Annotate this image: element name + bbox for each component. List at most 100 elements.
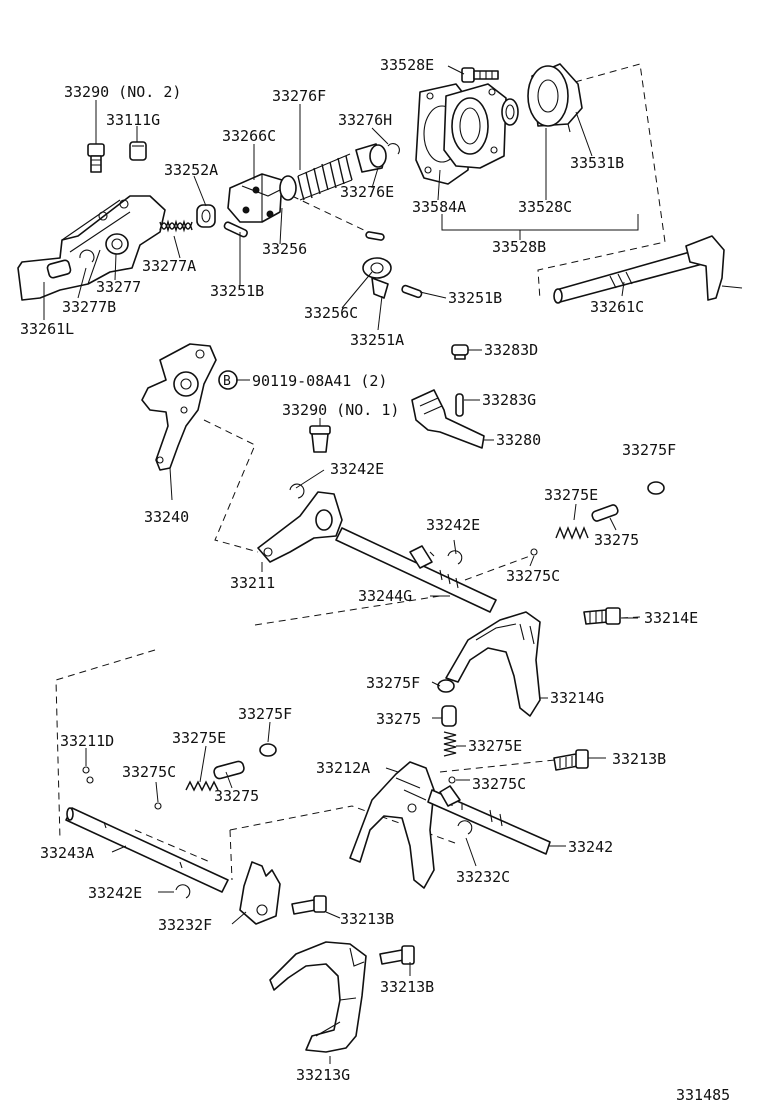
label-33242e-upper: 33242E (330, 460, 384, 478)
pin-33275-upper (591, 504, 619, 522)
label-33277: 33277 (96, 278, 141, 296)
plug-33111g (129, 141, 147, 161)
label-33276h: 33276H (338, 111, 392, 129)
label-33277a: 33277A (142, 257, 196, 275)
label-33275-upper: 33275 (594, 531, 639, 549)
fork-33213g (269, 941, 367, 1053)
cap-33276e (355, 143, 387, 173)
head-33211 (257, 491, 343, 563)
clip-33242e-lower (175, 884, 191, 899)
pin-33283g (455, 393, 464, 417)
label-33213b-lower-right: 33213B (380, 978, 434, 996)
selector-33280 (411, 389, 485, 449)
ball-33275c-upper (530, 548, 538, 556)
part-labels: 33290 (NO. 2) 33111G 33276F 33276H 33266… (20, 56, 730, 1104)
fork-33212a (349, 761, 435, 889)
spring-33276f (279, 153, 353, 201)
fork-33214g (445, 611, 541, 717)
cap-33275f-center (437, 679, 455, 693)
ball-33211d (82, 766, 94, 784)
shaft-33243a (65, 807, 229, 893)
ball-33275c-left (154, 802, 162, 810)
lever-33240 (141, 343, 217, 471)
label-33232f: 33232F (158, 916, 212, 934)
label-33528b: 33528B (492, 238, 546, 256)
spring-33275e-center (443, 731, 457, 757)
block-33266c (227, 173, 283, 223)
bolt-33528e (461, 67, 499, 83)
label-33275f-center: 33275F (366, 674, 420, 692)
cap-33275f-upper (647, 481, 665, 495)
housing-33528c (443, 83, 507, 169)
bearing-33531b (527, 63, 583, 133)
label-33261c: 33261C (590, 298, 644, 316)
label-90119: 90119-08A41 (2) (252, 372, 387, 390)
bolt-33213b-right (553, 749, 589, 771)
label-33276f: 33276F (272, 87, 326, 105)
bolt-33214e (583, 607, 621, 625)
ring-33528c (501, 98, 519, 126)
pin-33256 (365, 231, 385, 241)
shaft-33261c (553, 235, 743, 304)
plug-33261l (46, 259, 72, 279)
label-33243a: 33243A (40, 844, 94, 862)
reference-number: 331485 (676, 1086, 730, 1104)
label-33275e-left: 33275E (172, 729, 226, 747)
bushing-33277 (105, 233, 129, 255)
label-33256c: 33256C (304, 304, 358, 322)
bolt-33290-no2 (87, 143, 105, 173)
label-33212a: 33212A (316, 759, 370, 777)
label-33242e-lower: 33242E (88, 884, 142, 902)
part-33252a (196, 204, 216, 228)
label-33275e-center: 33275E (468, 737, 522, 755)
label-33261l: 33261L (20, 320, 74, 338)
spring-33275e-upper (555, 526, 589, 540)
clip-33242e-mid (447, 550, 463, 565)
label-33275-center: 33275 (376, 710, 421, 728)
label-33251b-left: 33251B (210, 282, 264, 300)
label-33251a: 33251A (350, 331, 404, 349)
label-33275c-left: 33275C (122, 763, 176, 781)
spring-33277a (159, 219, 193, 233)
label-33240: 33240 (144, 508, 189, 526)
label-33528e: 33528E (380, 56, 434, 74)
label-33214g: 33214G (550, 689, 604, 707)
label-33277b: 33277B (62, 298, 116, 316)
shift-case-cover (17, 195, 166, 301)
label-33275e-upper: 33275E (544, 486, 598, 504)
bolt-33290-no1 (309, 425, 331, 453)
label-33232c: 33232C (456, 868, 510, 886)
label-33111g: 33111G (106, 111, 160, 129)
pin-33275-center (441, 705, 457, 727)
label-33275c-upper: 33275C (506, 567, 560, 585)
ring-33277b (79, 249, 95, 263)
part-33256c (362, 257, 392, 299)
label-33275-left: 33275 (214, 787, 259, 805)
shaft-33242 (427, 785, 551, 855)
label-33283d: 33283D (484, 341, 538, 359)
pin-33251b-left (223, 221, 248, 238)
clip-33242e-upper (289, 483, 305, 499)
label-33275c-right: 33275C (472, 775, 526, 793)
spring-33275e-left (185, 780, 219, 792)
label-33275f-left: 33275F (238, 705, 292, 723)
label-33242: 33242 (568, 838, 613, 856)
label-33276e: 33276E (340, 183, 394, 201)
label-33213b-right: 33213B (612, 750, 666, 768)
label-33584a: 33584A (412, 198, 466, 216)
label-33252a: 33252A (164, 161, 218, 179)
head-33232f (239, 861, 281, 925)
label-33214e: 33214E (644, 609, 698, 627)
label-33213b-lower-left: 33213B (340, 910, 394, 928)
label-33275f-upper: 33275F (622, 441, 676, 459)
label-33280: 33280 (496, 431, 541, 449)
label-33266c: 33266C (222, 127, 276, 145)
plug-33283d (451, 344, 469, 360)
label-33256: 33256 (262, 240, 307, 258)
label-33213g: 33213G (296, 1066, 350, 1084)
cap-33275f-left (259, 743, 277, 757)
label-33290-no1: 33290 (NO. 1) (282, 401, 399, 419)
label-33244g: 33244G (358, 587, 412, 605)
bolt-33213b-lower-left (291, 895, 327, 915)
